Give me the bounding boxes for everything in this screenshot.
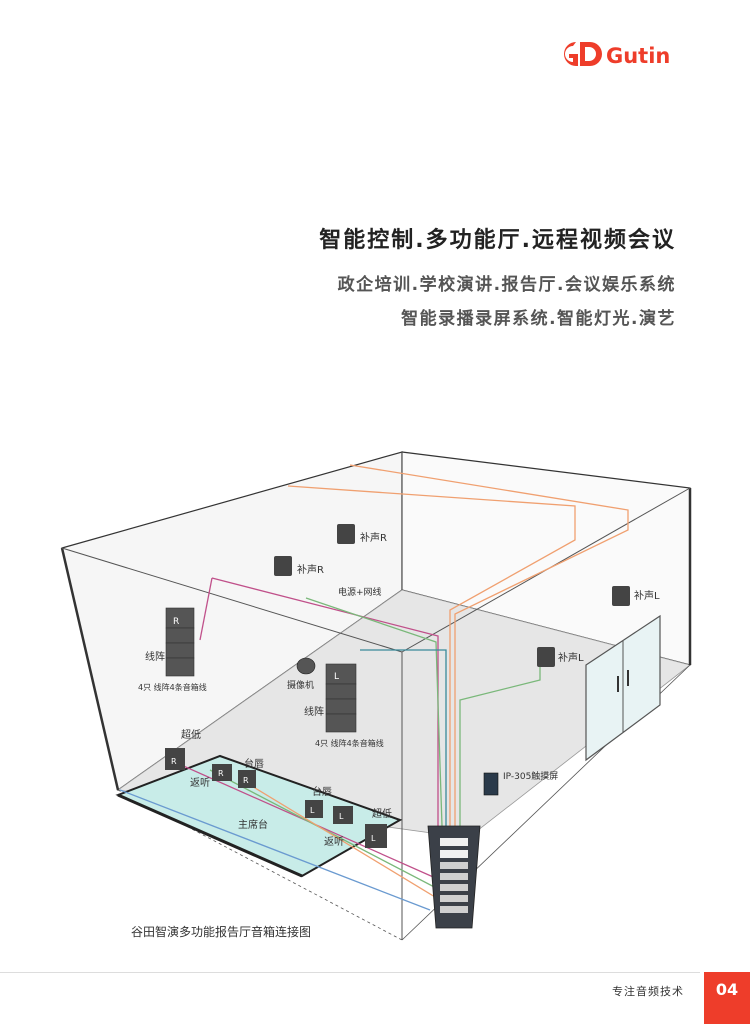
page-number: 04 [704,972,750,1024]
cable-blue [119,789,431,911]
label-fill-l-2: 补声L [558,651,584,664]
podium-speaker-r [238,770,256,788]
hall-diagram: 补声R 补声R 补声L 补声L 电源+网线 R 线阵 4只 线阵4条音箱线 摄像… [0,440,750,960]
podium-speaker-l-letter: L [310,806,315,815]
subwoofer-l-letter: L [371,834,376,843]
podium-speaker-r-letter: R [243,776,249,785]
fill-speaker-r-2 [274,556,292,576]
label-touch-panel: IP-305触摸屏 [503,770,558,782]
label-fill-l-1: 补声L [634,589,660,602]
fill-speaker-l-1 [612,586,630,606]
label-line-array-l-sub: 4只 线阵4条音箱线 [315,738,384,748]
label-sub-l: 超低 [372,807,392,820]
equipment-rack [427,825,481,929]
cable-magenta [211,577,439,826]
label-sub-r: 超低 [181,728,201,741]
fill-speaker-l-2 [537,647,555,667]
headline: 智能控制.多功能厅.远程视频会议 政企培训.学校演讲.报告厅.会议娱乐系统 智能… [319,222,676,329]
line-array-r-letter: R [173,617,179,627]
line-array-l [325,663,357,733]
brand-logo: Gutin [556,38,681,70]
gd-mark-icon [564,42,602,66]
label-line-array-r-sub: 4只 线阵4条音箱线 [138,682,207,692]
label-monitor-r: 返听 [190,777,210,789]
label-line-array-l: 线阵 [304,705,324,718]
label-monitor-l: 返听 [324,836,344,848]
camera-icon [296,657,316,675]
podium-speaker-l [305,800,323,818]
cable-orange-2 [349,464,629,826]
cable-orange-3 [249,784,441,901]
subwoofer-r-letter: R [171,757,177,766]
label-podium-l: 台唇 [312,785,332,798]
label-power-network: 电源+网线 [338,586,382,598]
brand-name: Gutin [606,44,670,68]
cable-magenta-2 [199,577,213,641]
monitor-l [333,806,353,824]
line-array-r [165,607,195,677]
subwoofer-r [165,748,185,770]
line-array-l-letter: L [334,672,339,682]
diagram-caption: 谷田智演多功能报告厅音箱连接图 [131,925,312,939]
footer-slogan: 专注音频技术 [612,985,684,998]
fill-speaker-r-1 [337,524,355,544]
label-main-stage: 主席台 [238,818,268,831]
headline-subtitle-2: 智能录播录屏系统.智能灯光.演艺 [401,309,676,329]
subwoofer-l [365,824,387,848]
label-fill-r-2: 补声R [297,563,324,576]
monitor-r-letter: R [218,769,224,778]
cable-green [305,597,443,827]
headline-subtitle-1: 政企培训.学校演讲.报告厅.会议娱乐系统 [337,275,676,295]
label-podium-r: 台唇 [244,757,264,770]
headline-title: 智能控制.多功能厅.远程视频会议 [319,228,676,253]
cable-teal [360,649,447,826]
monitor-l-letter: L [339,812,344,821]
touch-panel-icon [483,772,499,796]
label-fill-r-1: 补声R [360,531,387,544]
cable-orange [287,485,576,826]
cable-green-2 [459,660,541,826]
footer-divider [0,972,700,973]
label-camera: 摄像机 [287,679,314,691]
monitor-r [212,764,232,781]
label-line-array-r: 线阵 [145,650,165,663]
